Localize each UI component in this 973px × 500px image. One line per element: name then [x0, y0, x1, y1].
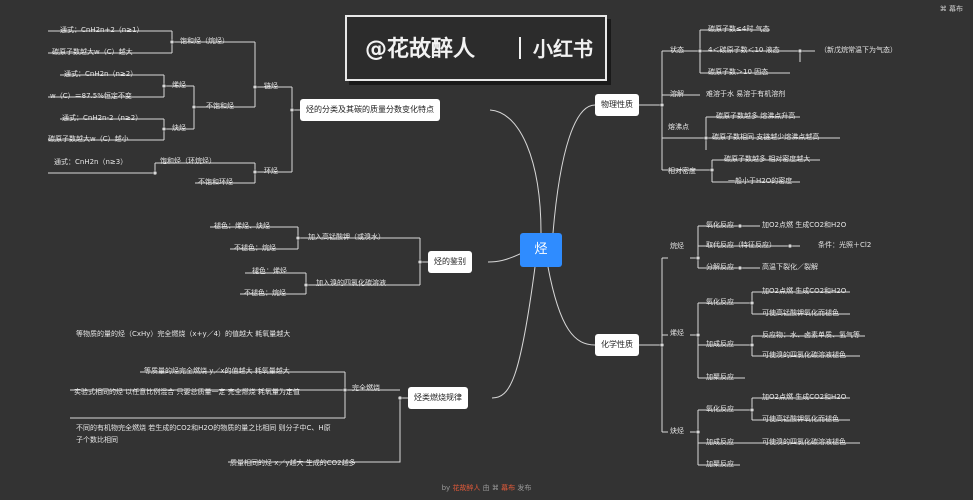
footer-via: 由: [482, 484, 490, 492]
node-addition-fade[interactable]: 可使溴的四氯化碳溶液褪色: [762, 351, 846, 359]
publish-icon: ⌘: [939, 5, 949, 13]
node-alkyne-formula[interactable]: 通式：CnH2n-2（n≥2）: [62, 114, 143, 122]
node-ccl4-fade[interactable]: 褪色：烯烃: [252, 267, 287, 275]
node-kmno4-fade[interactable]: 褪色：烯烃、炔烃: [214, 222, 270, 230]
footer-credit: by 花故醉人 由 ⌘ 幕布 发布: [0, 483, 973, 493]
watermark-divider: [519, 37, 521, 59]
node-saturated-ring[interactable]: 饱和烃（环烷烃）: [160, 157, 216, 165]
watermark-banner: @花故醉人 小红书: [345, 15, 607, 81]
node-same-ratio-1[interactable]: 不同的有机物完全燃烧 若生成的CO2和H2O的物质的量之比相同 则分子中C、H原: [76, 424, 331, 432]
node-addition-reactants[interactable]: 反应物：水、卤素单质、氢气等: [762, 331, 860, 339]
node-state-note[interactable]: （新戊烷常温下为气态）: [820, 46, 897, 54]
root-node[interactable]: 烃: [520, 233, 562, 267]
node-alkyne-oxidation[interactable]: 氧化反应: [706, 405, 734, 413]
node-chain[interactable]: 链烃: [264, 82, 278, 90]
branch-chemical[interactable]: 化学性质: [595, 334, 639, 356]
node-ring[interactable]: 环烃: [264, 167, 278, 175]
watermark-brand: 小红书: [533, 37, 593, 61]
node-kmno4[interactable]: 加入高锰酸钾（或溴水）: [308, 233, 385, 241]
node-cyclo-formula[interactable]: 通式：CnH2n（n≥3）: [54, 158, 128, 166]
node-substitution[interactable]: 取代反应（特征反应）: [706, 241, 776, 249]
node-mp-same[interactable]: 碳原子数相同 支链越少熔沸点越高: [712, 133, 820, 141]
node-complete[interactable]: 完全燃烧: [352, 384, 380, 392]
footer-action: 发布: [517, 484, 532, 492]
node-alkane-w[interactable]: 碳原子数越大w（C）越大: [52, 48, 133, 56]
node-state-liquid[interactable]: 4＜碳原子数＜10 液态: [708, 46, 780, 54]
node-alkane-oxidation[interactable]: 氧化反应: [706, 221, 734, 229]
node-alkene-ox-2[interactable]: 可使高锰酸钾氧化而褪色: [762, 309, 839, 317]
node-alkene-formula[interactable]: 通式：CnH2n（n≥2）: [64, 70, 138, 78]
node-kmno4-nofade[interactable]: 不褪色：烷烃: [234, 244, 276, 252]
node-state-gas[interactable]: 碳原子数≤4时 气态: [708, 25, 770, 33]
node-alkene-addition[interactable]: 加成反应: [706, 340, 734, 348]
node-saturated-chain[interactable]: 饱和烃（烷烃）: [180, 37, 229, 45]
node-mp[interactable]: 熔沸点: [668, 123, 689, 131]
branch-physical[interactable]: 物理性质: [595, 94, 639, 116]
node-unsaturated-ring[interactable]: 不饱和环烃: [198, 178, 233, 186]
node-alkene[interactable]: 烯烃: [172, 81, 186, 89]
node-alkene-w[interactable]: w（C）＝87.5%恒定不变: [50, 92, 132, 100]
node-alkyne[interactable]: 炔烃: [172, 124, 186, 132]
node-chem-alkene[interactable]: 烯烃: [670, 329, 684, 337]
footer-author[interactable]: 花故醉人: [452, 484, 481, 492]
node-alkyne-w[interactable]: 碳原子数越大w（C）越小: [48, 135, 129, 143]
node-alkene-polymerization[interactable]: 加聚反应: [706, 373, 734, 381]
node-alkyne-polymerization[interactable]: 加聚反应: [706, 460, 734, 468]
watermark-handle: @花故醉人: [365, 37, 476, 62]
footer-platform[interactable]: 幕布: [501, 484, 516, 492]
node-density[interactable]: 相对密度: [668, 167, 696, 175]
footer-platform-icon: ⌘: [491, 484, 499, 492]
node-alkane-ox-desc[interactable]: 加O2点燃 生成CO2和H2O: [762, 221, 847, 229]
node-substitution-cond[interactable]: 条件：光照＋Cl2: [818, 241, 872, 249]
node-alkyne-addition[interactable]: 加成反应: [706, 438, 734, 446]
node-mp-more[interactable]: 碳原子数越多 熔沸点升高: [716, 112, 796, 120]
node-unsaturated[interactable]: 不饱和烃: [206, 102, 234, 110]
node-density-more[interactable]: 碳原子数越多 相对密度越大: [724, 155, 811, 163]
branch-classify[interactable]: 烃的分类及其碳的质量分数变化特点: [300, 99, 440, 121]
node-decomposition-desc[interactable]: 高温下裂化／裂解: [762, 263, 818, 271]
node-equal-mol[interactable]: 等物质的量的烃（CxHy）完全燃烧（x+y／4）的值越大 耗氧量越大: [76, 330, 291, 338]
node-same-simplest[interactable]: 实验式相同的烃 以任意比例混合 只要总质量一定 完全燃烧 耗氧量为定值: [74, 388, 300, 396]
node-solubility[interactable]: 溶解: [670, 90, 684, 98]
footer-by: by: [441, 484, 451, 492]
node-chem-alkyne[interactable]: 炔烃: [670, 427, 684, 435]
node-ccl4-nofade[interactable]: 不褪色：烷烃: [244, 289, 286, 297]
node-same-mass-co2[interactable]: 质量相同的烃 x／y越大 生成的CO2越多: [230, 459, 356, 467]
publish-label: 幕布: [949, 5, 963, 13]
branch-combustion[interactable]: 烃类燃烧规律: [408, 387, 468, 409]
node-alkyne-addition-fade[interactable]: 可使溴的四氯化碳溶液褪色: [762, 438, 846, 446]
node-alkyne-ox-1[interactable]: 加O2点燃 生成CO2和H2O: [762, 393, 847, 401]
node-alkane-formula[interactable]: 通式：CnH2n+2（n≥1）: [60, 26, 144, 34]
node-alkene-ox-1[interactable]: 加O2点燃 生成CO2和H2O: [762, 287, 847, 295]
node-alkyne-ox-2[interactable]: 可使高锰酸钾氧化而褪色: [762, 415, 839, 423]
node-equal-mass[interactable]: 等质量的烃完全燃烧 y／x的值越大 耗氧量越大: [144, 367, 290, 375]
node-alkene-oxidation[interactable]: 氧化反应: [706, 298, 734, 306]
node-state-solid[interactable]: 碳原子数＞10 固态: [708, 68, 769, 76]
node-state[interactable]: 状态: [670, 46, 684, 54]
node-chem-alkane[interactable]: 烷烃: [670, 242, 684, 250]
publish-button[interactable]: ⌘ 幕布: [940, 4, 963, 14]
node-same-ratio-2[interactable]: 子个数比相同: [76, 436, 118, 444]
node-decomposition[interactable]: 分解反应: [706, 263, 734, 271]
node-ccl4[interactable]: 加入溴的四氯化碳溶液: [316, 279, 386, 287]
node-density-lt[interactable]: 一般小于H2O的密度: [728, 177, 793, 185]
node-solubility-desc[interactable]: 难溶于水 易溶于有机溶剂: [706, 90, 786, 98]
branch-identify[interactable]: 烃的鉴别: [428, 251, 472, 273]
